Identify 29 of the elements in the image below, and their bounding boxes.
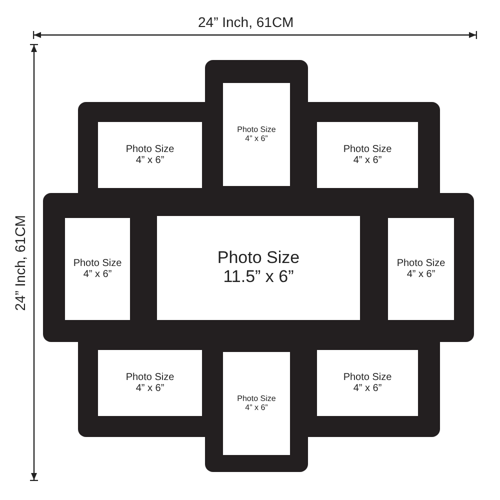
size-value: 4” x 6” <box>136 383 164 394</box>
size-value: 4” x 6” <box>83 269 112 280</box>
photo-window <box>157 216 360 320</box>
photo-size-label: Photo Size <box>237 394 276 404</box>
size-value: 4” x 6” <box>353 155 382 166</box>
photo-size-label: Photo Size <box>126 144 174 155</box>
dimension-label: 24” Inch, 61CM <box>12 215 28 311</box>
photo-size-label: Photo Size <box>396 258 446 269</box>
size-value: 4” x 6” <box>245 134 268 144</box>
photo-window <box>223 352 290 455</box>
photo-window <box>65 218 130 320</box>
photo-size-label: Photo Size <box>343 144 392 155</box>
dimension-label: 24” Inch, 61CM <box>198 14 294 30</box>
size-value: 4” x 6” <box>406 269 436 280</box>
photo-window <box>98 350 202 416</box>
size-value: 4” x 6” <box>136 155 164 166</box>
photo-size-label: Photo Size <box>217 249 300 268</box>
photo-window <box>388 218 454 320</box>
size-value: 4” x 6” <box>353 383 382 394</box>
size-value: 11.5” x 6” <box>223 268 294 287</box>
photo-size-label: Photo Size <box>343 372 392 383</box>
photo-size-label: Photo Size <box>73 258 122 269</box>
size-value: 4” x 6” <box>245 404 268 412</box>
photo-window <box>317 122 418 188</box>
photo-window <box>223 83 290 186</box>
photo-size-label: Photo Size <box>126 372 174 383</box>
photo-window <box>317 350 418 416</box>
photo-size-label: Photo Size <box>237 126 276 134</box>
photo-window <box>98 122 202 188</box>
